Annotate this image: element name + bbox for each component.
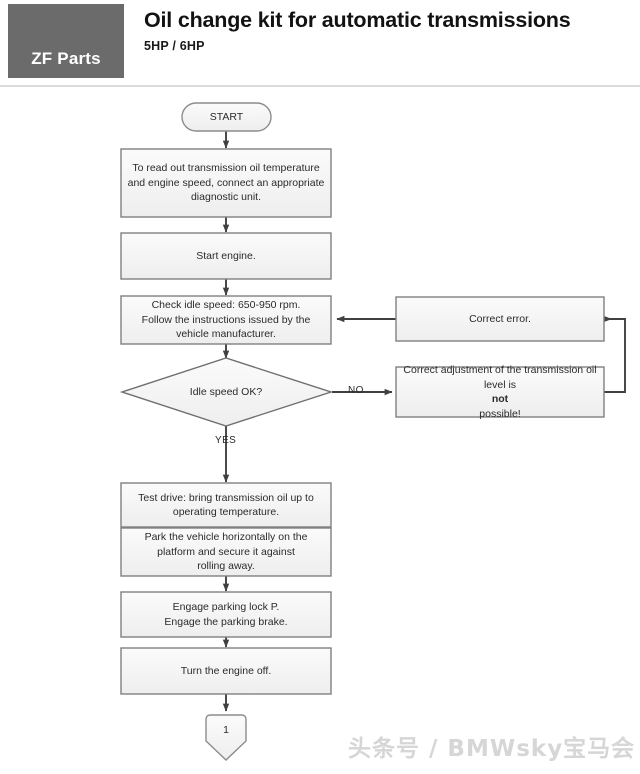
hit-node-correct-error[interactable] — [396, 297, 604, 341]
hit-node-start[interactable] — [182, 103, 271, 131]
hit-node-parking-lock[interactable] — [121, 592, 331, 637]
node-correct-error[interactable] — [395, 296, 605, 342]
node-not-possible[interactable] — [395, 366, 605, 418]
hit-node-not-possible[interactable] — [396, 367, 604, 417]
node-connector-1[interactable] — [205, 714, 247, 761]
brand-label: ZF Parts — [31, 49, 101, 68]
node-park-vehicle[interactable] — [120, 527, 332, 577]
node-check-idle[interactable] — [120, 295, 332, 345]
node-parking-lock[interactable] — [120, 591, 332, 638]
page-title: Oil change kit for automatic transmissio… — [144, 8, 571, 32]
header-divider — [0, 85, 640, 87]
hit-node-check-idle[interactable] — [121, 296, 331, 344]
node-start-engine[interactable] — [120, 232, 332, 280]
hit-node-park-vehicle[interactable] — [121, 528, 331, 576]
edge-feedback-loop — [602, 315, 626, 393]
node-start[interactable] — [181, 102, 272, 132]
node-connect-unit[interactable] — [120, 148, 332, 218]
hit-node-test-drive[interactable] — [121, 483, 331, 527]
hit-node-decision-idle-speed[interactable] — [122, 358, 331, 426]
brand-logo-box: ZF Parts — [8, 4, 124, 78]
hit-node-connect-unit[interactable] — [121, 149, 331, 217]
page-header: ZF Parts Oil change kit for automatic tr… — [0, 0, 640, 87]
hit-node-connector-1[interactable] — [206, 715, 246, 760]
node-test-drive[interactable] — [120, 482, 332, 528]
hit-node-start-engine[interactable] — [121, 233, 331, 279]
node-engine-off[interactable] — [120, 647, 332, 695]
page-subtitle: 5HP / 6HP — [144, 39, 205, 53]
flowchart-graphics — [119, 102, 626, 761]
hit-node-engine-off[interactable] — [121, 648, 331, 694]
flowchart-canvas: START To read out transmission oil tempe… — [0, 86, 640, 774]
node-decision-idle-speed[interactable] — [119, 357, 334, 427]
